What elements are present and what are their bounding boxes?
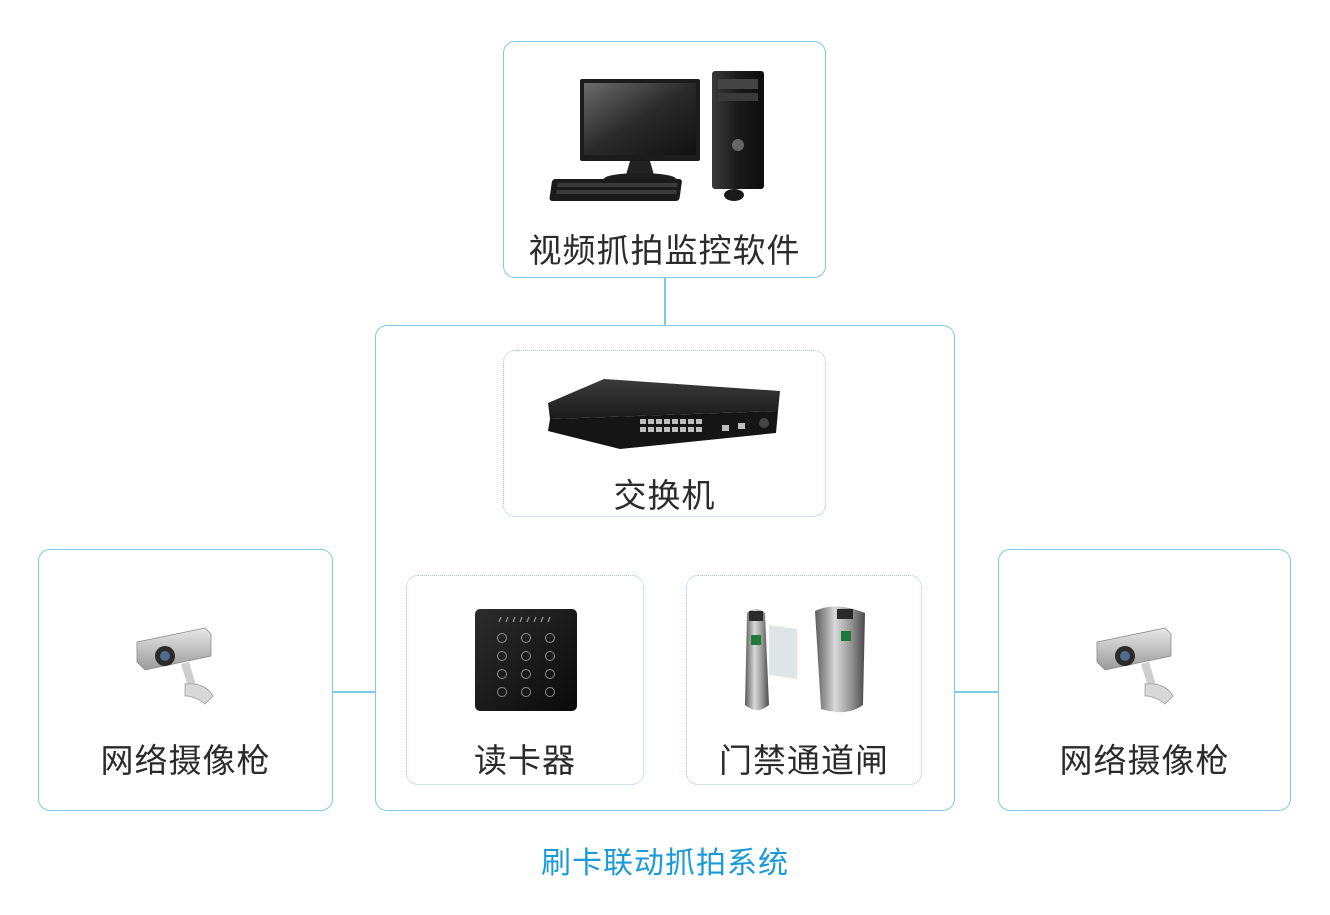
software-node: 视频抓拍监控软件: [503, 41, 826, 278]
card-reader-label: 读卡器: [474, 741, 576, 780]
card-reader-node: 读卡器: [406, 575, 644, 785]
cctv-camera-icon: [1096, 627, 1174, 705]
switch-label: 交换机: [613, 476, 716, 515]
switch-node: 交换机: [503, 350, 826, 517]
card-reader-icon: [475, 609, 577, 711]
connector-left-camera: [333, 691, 376, 693]
camera-left-node: 网络摄像枪: [38, 549, 333, 811]
network-switch-icon: [548, 379, 780, 449]
turnstile-gate-icon: [745, 606, 865, 713]
gate-label: 门禁通道闸: [719, 741, 889, 780]
cctv-camera-icon: [136, 627, 214, 705]
software-label: 视频抓拍监控软件: [528, 231, 801, 270]
connector-right-camera: [954, 691, 998, 693]
connector-software-system: [664, 278, 666, 325]
group-caption: 刷卡联动抓拍系统: [541, 846, 789, 881]
camera-right-node: 网络摄像枪: [998, 549, 1291, 811]
camera-right-label: 网络摄像枪: [1059, 741, 1230, 780]
gate-node: 门禁通道闸: [686, 575, 922, 785]
camera-left-label: 网络摄像枪: [100, 741, 271, 780]
desktop-pc-icon: [549, 71, 764, 201]
